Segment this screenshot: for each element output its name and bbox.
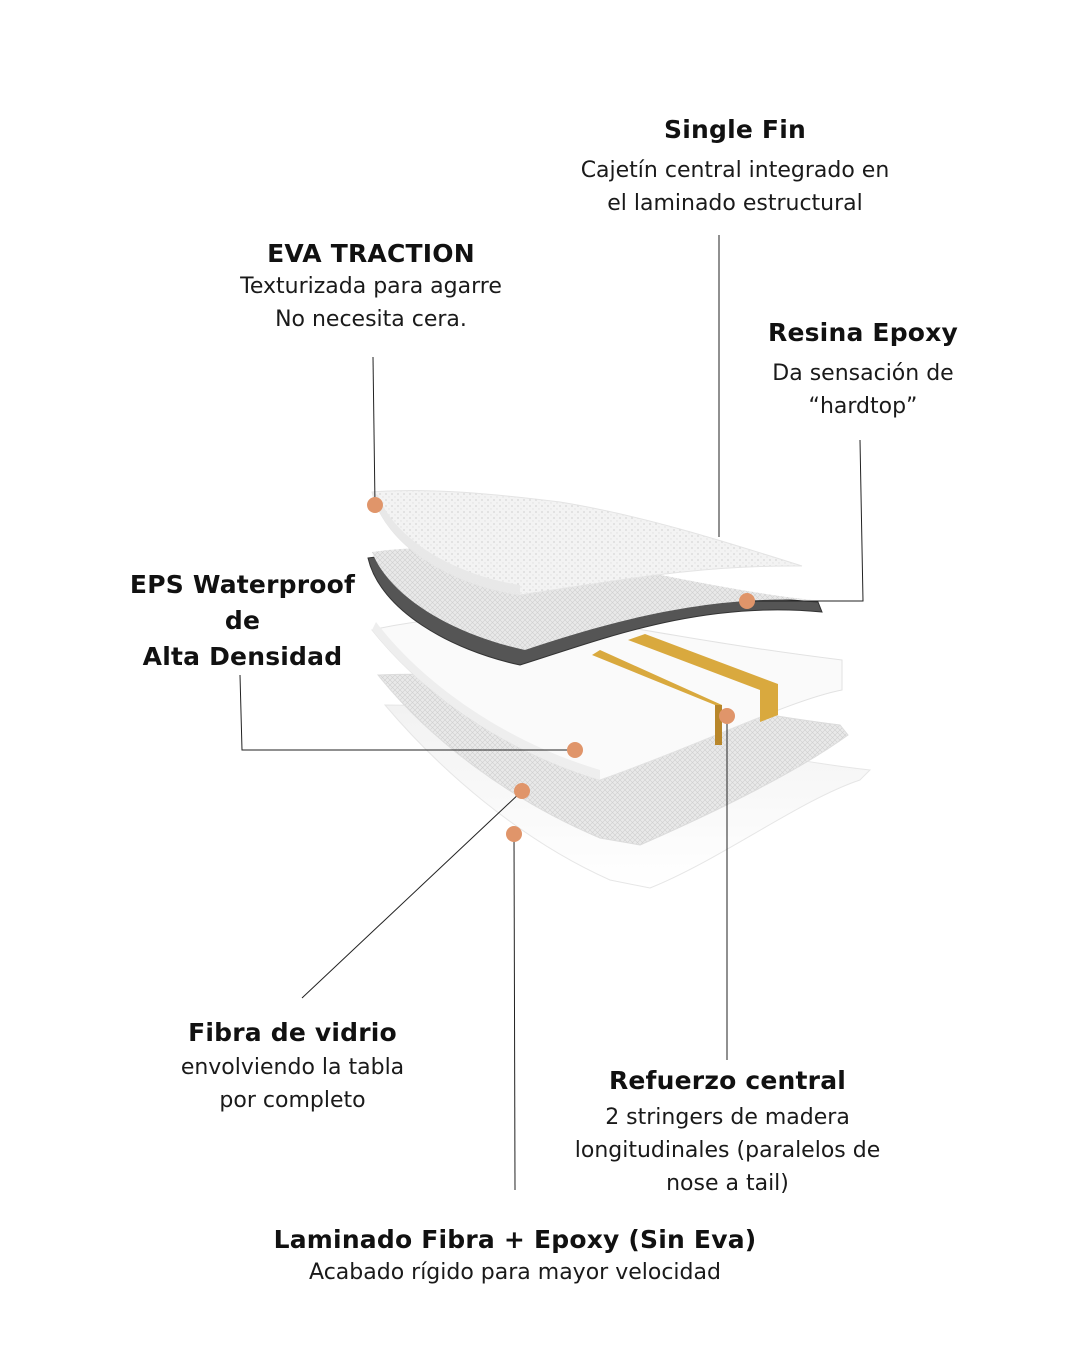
refuerzo-desc-3: nose a tail) [666,1171,789,1196]
marker-fiberglass [514,783,530,799]
resina-desc-1: Da sensación de [772,361,954,386]
label-eps: EPS Waterproof de Alta Densidad [120,567,365,675]
laminado-desc-1: Acabado rígido para mayor velocidad [309,1260,721,1285]
laminado-title: Laminado Fibra + Epoxy (Sin Eva) [273,1225,757,1254]
fibra-desc-2: por completo [219,1088,366,1113]
resina-title: Resina Epoxy [768,318,958,347]
refuerzo-title: Refuerzo central [608,1066,847,1095]
refuerzo-desc-1: 2 stringers de madera [605,1105,850,1130]
single-fin-desc-2: el laminado estructural [607,191,863,216]
marker-eps [567,742,583,758]
eva-desc-1: Texturizada para agarre [240,274,502,299]
fibra-title: Fibra de vidrio [188,1018,397,1047]
resina-desc-2: “hardtop” [808,394,918,419]
eva-desc-2: No necesita cera. [275,307,467,332]
label-laminado: Laminado Fibra + Epoxy (Sin Eva) Acabado… [270,1225,760,1289]
marker-laminate [506,826,522,842]
label-fibra-vidrio: Fibra de vidrio envolviendo la tabla por… [150,1018,435,1117]
label-refuerzo: Refuerzo central 2 stringers de madera l… [545,1066,910,1200]
eps-title-2: de [224,606,261,635]
markers [367,497,755,842]
eps-title-1: EPS Waterproof [129,570,356,599]
label-resina-epoxy: Resina Epoxy Da sensación de “hardtop” [740,318,986,423]
eva-title: EVA TRACTION [267,239,475,268]
marker-eva [367,497,383,513]
label-single-fin: Single Fin Cajetín central integrado en … [545,115,925,220]
marker-stringer [719,708,735,724]
single-fin-desc-1: Cajetín central integrado en [580,158,890,183]
single-fin-title: Single Fin [664,115,806,144]
marker-resin [739,593,755,609]
eps-title-3: Alta Densidad [142,642,343,671]
leader-lines [239,235,864,1191]
refuerzo-desc-2: longitudinales (paralelos de [574,1138,881,1163]
label-eva-traction: EVA TRACTION Texturizada para agarre No … [205,239,537,336]
fibra-desc-1: envolviendo la tabla [180,1055,405,1080]
